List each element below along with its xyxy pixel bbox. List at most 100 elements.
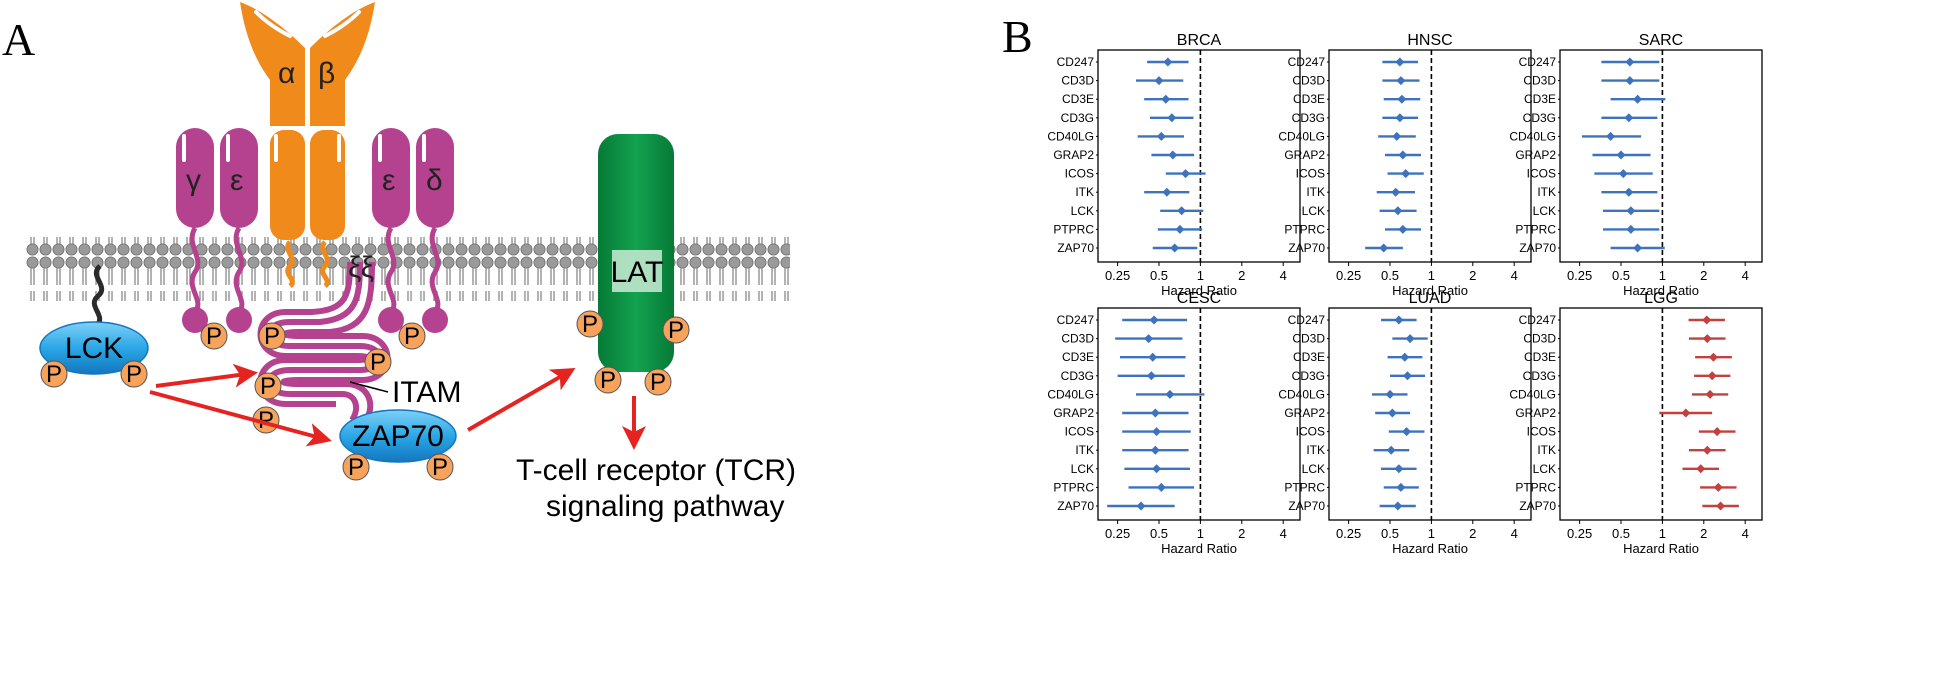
gene-label: PTPRC	[1284, 480, 1325, 494]
facet-sarc: SARCCD247CD3DCD3ECD3GCD40LGGRAP2ICOSITKL…	[1509, 32, 1763, 298]
phospho-zeta-2: P	[364, 348, 392, 376]
gene-label: CD3E	[1293, 350, 1325, 364]
x-tick-label: 4	[1511, 268, 1518, 283]
hr-point	[1626, 206, 1636, 216]
hr-point	[1150, 408, 1160, 418]
hr-point	[1712, 427, 1722, 437]
cd3-epsilon-delta: ε δ	[372, 128, 454, 333]
x-tick-label: 2	[1700, 526, 1707, 541]
hr-point	[1713, 482, 1723, 492]
gene-label: ICOS	[1527, 167, 1556, 181]
x-tick-label: 4	[1742, 526, 1749, 541]
lck-kinase: LCK	[39, 264, 149, 375]
gene-label: LCK	[1302, 204, 1325, 218]
hr-point	[1398, 224, 1408, 234]
gene-label: ZAP70	[1057, 241, 1094, 255]
phospho-lat-3: P	[594, 366, 622, 394]
itam-label: ITAM	[392, 376, 461, 409]
hr-point	[1405, 334, 1415, 344]
hr-point	[1170, 243, 1180, 253]
gene-label: ZAP70	[1288, 241, 1325, 255]
phospho-lat-1: P	[576, 310, 604, 338]
hr-point	[1394, 464, 1404, 474]
gene-label: CD3G	[1292, 369, 1325, 383]
hr-point	[1181, 169, 1191, 179]
phospho-lat-4: P	[644, 368, 672, 396]
beta-chain-label: β	[318, 57, 335, 90]
x-tick-label: 2	[1238, 526, 1245, 541]
facet-frame	[1559, 307, 1763, 521]
signaling-arrows	[149, 363, 646, 450]
gene-label: CD3E	[1293, 92, 1325, 106]
gene-label: CD247	[1519, 55, 1557, 69]
svg-text:P: P	[258, 407, 274, 434]
svg-text:P: P	[582, 311, 598, 338]
gene-label: CD3E	[1524, 350, 1556, 364]
facet-title: BRCA	[1177, 32, 1222, 49]
hr-point	[1696, 464, 1706, 474]
phospho-zeta-1: P	[258, 322, 286, 350]
facet-title: HNSC	[1407, 32, 1452, 49]
gene-label: ICOS	[1296, 167, 1325, 181]
lck-label: LCK	[65, 332, 123, 365]
x-tick-label: 4	[1280, 268, 1287, 283]
hr-point	[1175, 224, 1185, 234]
facet-lgg: LGGCD247CD3DCD3ECD3GCD40LGGRAP2ICOSITKLC…	[1509, 290, 1763, 556]
lat-adaptor: LAT	[598, 134, 674, 372]
x-axis-title: Hazard Ratio	[1623, 541, 1699, 556]
hr-point	[1149, 315, 1159, 325]
hr-point	[1625, 57, 1635, 67]
gene-label: CD247	[1057, 55, 1095, 69]
x-tick-label: 2	[1238, 268, 1245, 283]
facet-title: LUAD	[1409, 290, 1452, 307]
gene-label: ZAP70	[1519, 499, 1556, 513]
svg-text:P: P	[432, 454, 448, 481]
epsilon-right-chain-label: ε	[382, 164, 395, 197]
hr-point	[1393, 206, 1403, 216]
gene-label: CD40LG	[1509, 129, 1556, 143]
hr-point	[1702, 445, 1712, 455]
hr-point	[1616, 150, 1626, 160]
gene-label: ITK	[1075, 185, 1094, 199]
hr-point	[1401, 169, 1411, 179]
forest-plot-grid: B BRCACD247CD3DCD3ECD3GCD40LGGRAP2ICOSIT…	[1002, 11, 1763, 556]
hr-point	[1152, 427, 1162, 437]
gene-label: CD247	[1288, 55, 1326, 69]
gene-label: LCK	[1071, 462, 1094, 476]
arrow-lck-to-zap70	[149, 390, 332, 447]
x-tick-label: 4	[1511, 526, 1518, 541]
hr-point	[1708, 352, 1718, 362]
gene-label: CD40LG	[1047, 129, 1094, 143]
gene-label: CD3D	[1292, 332, 1325, 346]
gene-label: ICOS	[1065, 167, 1094, 181]
gene-label: ITK	[1306, 185, 1325, 199]
x-axis-title: Hazard Ratio	[1161, 541, 1237, 556]
facet-frame	[1328, 49, 1532, 263]
epsilon-left-chain-label: ε	[230, 164, 243, 197]
pathway-label-line1: T-cell receptor (TCR)	[516, 454, 796, 487]
hr-point	[1397, 94, 1407, 104]
gene-label: CD247	[1057, 313, 1095, 327]
svg-text:P: P	[264, 323, 280, 350]
gene-label: CD247	[1288, 313, 1326, 327]
hr-point	[1606, 131, 1616, 141]
zeta-chain-label: ξξ	[348, 251, 374, 284]
alpha-beta-heterodimer: α β	[240, 2, 375, 288]
hr-point	[1705, 389, 1715, 399]
gene-label: CD3G	[1523, 369, 1556, 383]
hr-point	[1624, 187, 1634, 197]
gene-label: LCK	[1071, 204, 1094, 218]
hr-point	[1707, 371, 1717, 381]
facet-cesc: CESCCD247CD3DCD3ECD3GCD40LGGRAP2ICOSITKL…	[1047, 290, 1301, 556]
gene-label: CD3E	[1062, 350, 1094, 364]
x-tick-label: 0.25	[1567, 526, 1592, 541]
x-axis-title: Hazard Ratio	[1623, 283, 1699, 298]
gene-label: GRAP2	[1284, 148, 1325, 162]
gene-label: GRAP2	[1284, 406, 1325, 420]
phospho-zap70-2: P	[426, 453, 454, 481]
cell-membrane	[26, 237, 790, 301]
gene-label: ITK	[1075, 443, 1094, 457]
svg-text:P: P	[404, 323, 420, 350]
svg-text:P: P	[348, 454, 364, 481]
hr-point	[1379, 243, 1389, 253]
